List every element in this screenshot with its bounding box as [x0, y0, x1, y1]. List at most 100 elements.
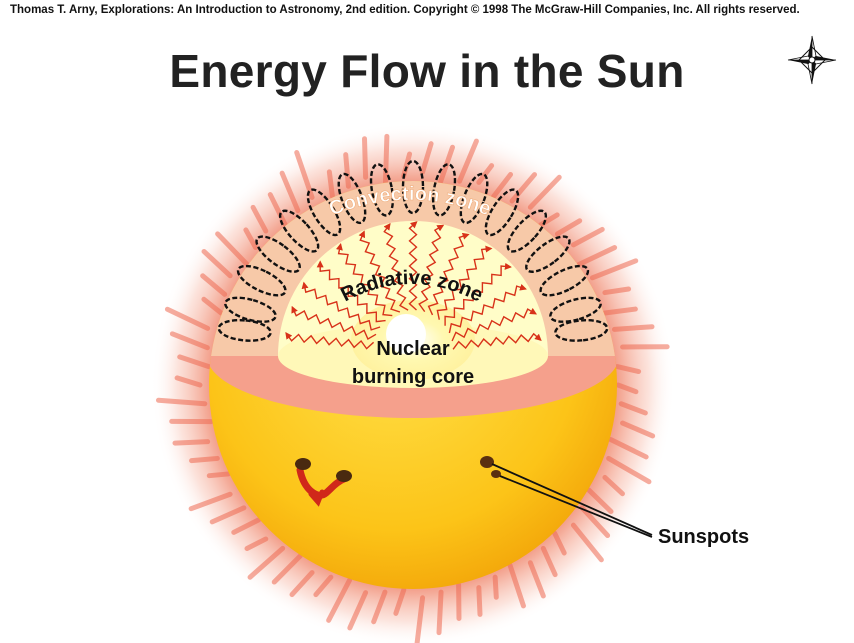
radiation-arrow — [291, 305, 377, 340]
corona-flare — [279, 170, 301, 214]
corona-flare — [509, 172, 538, 204]
corona-flare — [247, 545, 286, 580]
radiation-arrow — [301, 281, 381, 331]
radiation-arrows — [285, 221, 542, 350]
corona-flare — [371, 589, 388, 625]
convection-loop — [255, 235, 301, 273]
corona-flare — [189, 455, 220, 464]
corona-flare — [608, 437, 649, 460]
corona-flare — [576, 245, 618, 268]
convection-loop — [549, 296, 602, 323]
core-label-line1: Nuclear — [376, 338, 450, 360]
convection-loop — [539, 264, 590, 297]
radiation-arrow — [408, 221, 418, 311]
corona-flare — [206, 471, 231, 479]
convection-loop — [236, 264, 287, 297]
corona-flare — [615, 382, 639, 395]
corona-flare — [326, 577, 353, 623]
convection-loop — [401, 159, 425, 215]
corona-flare — [401, 151, 413, 179]
corona-flare — [414, 595, 426, 643]
copyright-credit: Thomas T. Arny, Explorations: An Introdu… — [10, 4, 800, 16]
convection-loop — [369, 163, 395, 217]
corona-flare — [209, 505, 247, 525]
sunspot-group-right — [480, 456, 501, 478]
corona-flare — [393, 587, 407, 616]
nuclear-core — [351, 300, 475, 380]
corona-flare — [155, 397, 208, 407]
corona-flare — [527, 174, 562, 210]
corona-flare — [618, 401, 648, 416]
radiation-arrow — [335, 243, 393, 317]
corona-flare — [491, 172, 514, 199]
convection-loop — [525, 235, 571, 273]
corona-flare — [540, 545, 558, 578]
radiation-arrow — [418, 224, 445, 313]
corona-flare — [602, 474, 625, 497]
corona-flare — [457, 138, 479, 184]
corona-flare — [507, 563, 526, 609]
corona-flare — [231, 517, 262, 535]
convection-loop — [224, 296, 277, 323]
convection-loop — [506, 209, 548, 253]
corona-flare — [570, 522, 604, 563]
radiation-arrow — [383, 222, 409, 311]
corona-flare — [347, 590, 369, 631]
sunspot-group-left — [295, 458, 352, 507]
corona-flare — [602, 286, 632, 296]
radiation-arrow — [358, 230, 401, 313]
sunspots-label: Sunspots — [658, 526, 749, 548]
radiation-arrow — [452, 332, 542, 350]
corona-flare — [169, 331, 210, 351]
corona-flare — [313, 574, 334, 598]
corona-flare — [362, 136, 369, 180]
corona-flare — [552, 530, 567, 556]
corona-flare — [172, 439, 211, 446]
sunspot-leader-lines — [491, 463, 653, 538]
corona-flare — [215, 231, 250, 268]
radiation-arrow — [436, 245, 493, 320]
corona-flare — [343, 152, 351, 189]
corona-flare — [420, 141, 434, 175]
corona-flare — [614, 364, 642, 375]
corona-flare — [492, 574, 499, 600]
corona-flare — [200, 273, 228, 297]
radiation-arrow — [316, 260, 386, 323]
radiation-arrow — [444, 262, 512, 326]
corona-flare — [188, 491, 233, 512]
radiation-arrow — [451, 307, 538, 342]
corona-flare — [589, 258, 639, 281]
corona-flare — [244, 536, 269, 552]
corona-flare — [250, 204, 269, 234]
convection-loop — [217, 318, 272, 342]
corona-flare — [476, 585, 483, 617]
core-label-line2: burning core — [352, 366, 474, 388]
convection-loop — [337, 172, 367, 225]
corona-flare — [611, 324, 655, 332]
corona-flare — [201, 248, 233, 279]
corona-flare — [177, 354, 212, 370]
convection-loop — [554, 318, 609, 342]
radiation-arrow — [285, 331, 375, 350]
corona-flare — [201, 296, 224, 316]
convection-loop — [431, 163, 457, 217]
corona-flare — [164, 306, 211, 331]
convection-loop — [484, 188, 520, 237]
compass-rose-icon[interactable] — [786, 34, 838, 86]
radiation-arrow — [448, 283, 527, 334]
corona-flare — [267, 192, 288, 228]
corona-flare — [271, 553, 303, 585]
corona-flare — [606, 455, 652, 485]
corona-flare — [527, 560, 546, 599]
page-title: Energy Flow in the Sun — [169, 45, 685, 97]
corona-flare — [243, 227, 259, 250]
radiation-arrow — [427, 232, 470, 316]
corona-flare — [476, 163, 495, 185]
corona-flare — [326, 169, 335, 199]
corona-flare — [174, 375, 203, 388]
convection-loop — [278, 209, 320, 253]
corona-flare — [289, 570, 315, 598]
corona-flare — [620, 420, 656, 439]
corona-flare — [602, 306, 638, 316]
